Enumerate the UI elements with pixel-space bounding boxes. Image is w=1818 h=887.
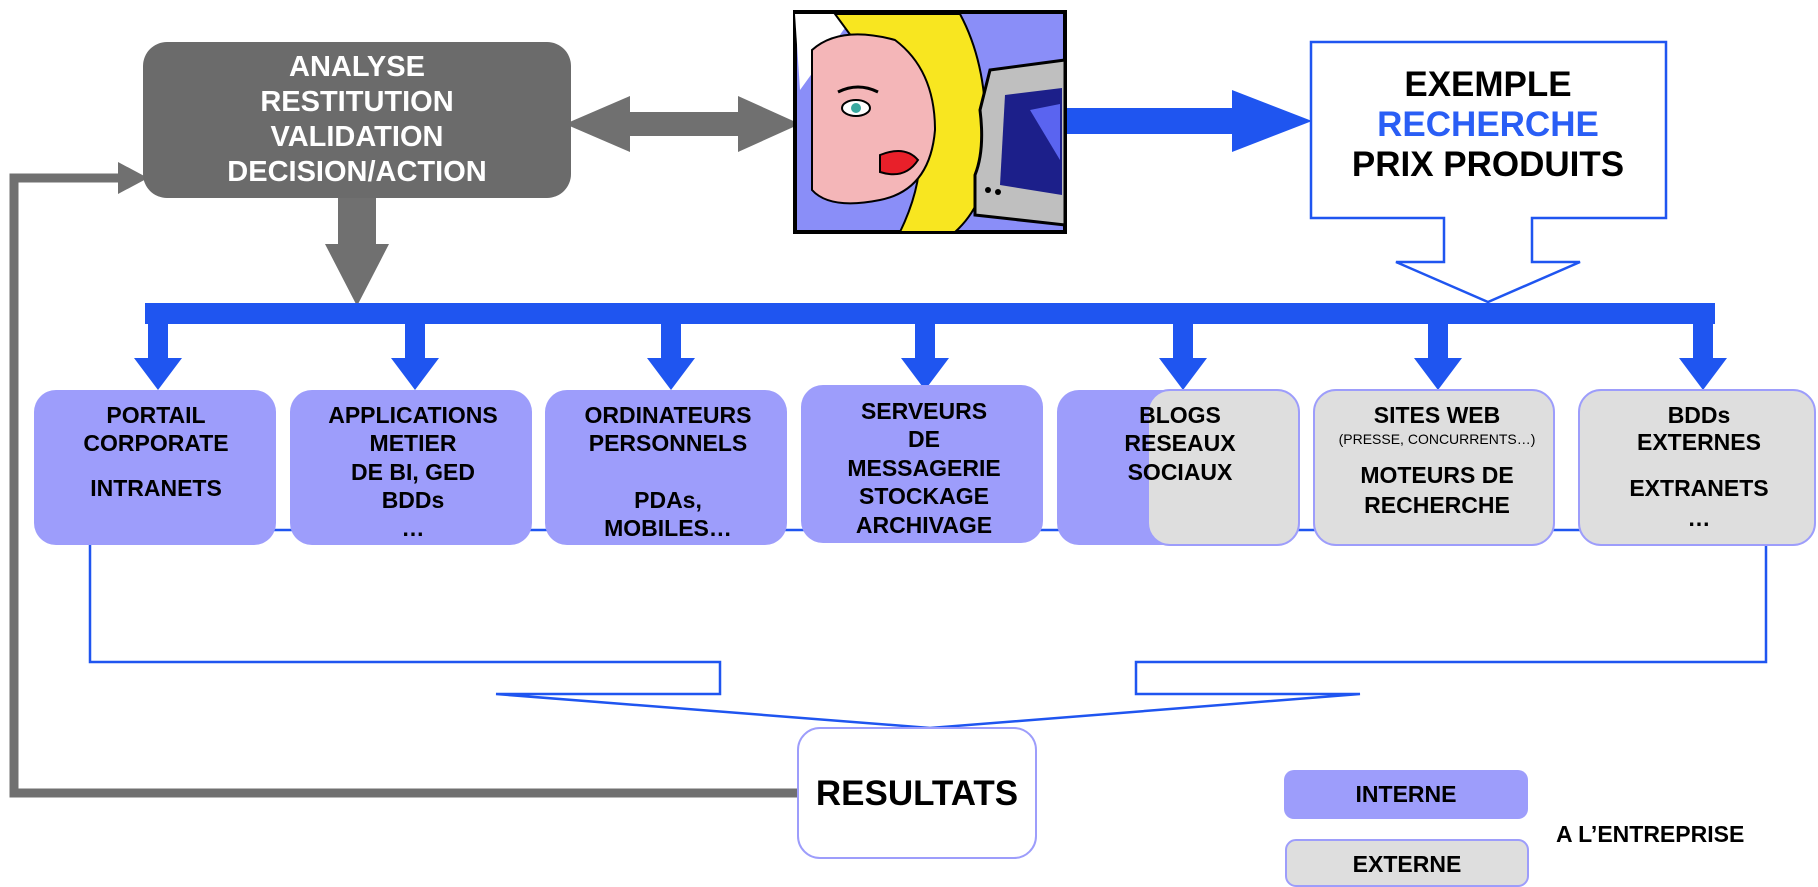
ordinateurs-line-4: PDAs,: [634, 487, 702, 513]
blogs-line-3: SOCIAUX: [1128, 459, 1233, 485]
portail-line-2: CORPORATE: [83, 430, 228, 456]
sites-line-4: RECHERCHE: [1364, 492, 1510, 518]
legend-interne-swatch: [1284, 770, 1528, 819]
source-bdds-text: BDDs EXTERNES EXTRANETS …: [1629, 402, 1768, 531]
bdds-line-2: EXTERNES: [1637, 429, 1761, 455]
double-arrow-left-head: [565, 96, 630, 152]
source-sites-text: SITES WEB (PRESSE, CONCURRENTS…) MOTEURS…: [1339, 402, 1536, 518]
analyse-line-3: VALIDATION: [271, 121, 444, 153]
applications-line-3: DE BI, GED: [351, 459, 475, 485]
source-ordinateurs-text: ORDINATEURS PERSONNELS PDAs, MOBILES…: [585, 402, 752, 541]
woman-at-computer-illustration: [793, 10, 1067, 234]
bdds-line-1: BDDs: [1668, 402, 1731, 428]
double-arrow-shaft: [625, 112, 755, 136]
source-box-portail: [34, 390, 276, 545]
serveurs-line-4: STOCKAGE: [859, 483, 989, 509]
source-serveurs-text: SERVEURS DE MESSAGERIE STOCKAGE ARCHIVAG…: [847, 398, 1000, 538]
source-box-sites: [1313, 389, 1555, 546]
applications-line-4: BDDs: [382, 487, 445, 513]
exemple-line-2: RECHERCHE: [1377, 105, 1599, 144]
blogs-line-2: RESEAUX: [1124, 430, 1236, 456]
serveurs-line-1: SERVEURS: [861, 398, 987, 424]
source-portail-text: PORTAIL CORPORATE INTRANETS: [83, 402, 228, 501]
exemple-callout-box: [1309, 40, 1668, 304]
sites-line-3: MOTEURS DE: [1360, 462, 1513, 488]
serveurs-line-2: DE: [908, 426, 940, 452]
resultats-label: RESULTATS: [816, 774, 1018, 813]
analyse-line-4: DECISION/ACTION: [227, 156, 486, 188]
source-applications-text: APPLICATIONS METIER DE BI, GED BDDs …: [328, 402, 498, 541]
serveurs-line-3: MESSAGERIE: [847, 455, 1000, 481]
source-box-serveurs: [801, 385, 1043, 543]
exemple-line-1: EXEMPLE: [1404, 65, 1571, 104]
source-blogs-text: BLOGS RESEAUX SOCIAUX: [1124, 402, 1236, 485]
down-arrow-shaft: [338, 196, 376, 246]
portail-line-4: INTRANETS: [90, 475, 222, 501]
legend-interne-label: INTERNE: [1356, 781, 1457, 807]
portail-line-1: PORTAIL: [106, 402, 205, 428]
sites-line-2: (PRESSE, CONCURRENTS…): [1339, 431, 1536, 447]
ordinateurs-line-5: MOBILES…: [604, 515, 732, 541]
sites-line-1: SITES WEB: [1374, 402, 1501, 428]
double-arrow-right-head: [738, 96, 800, 152]
legend-externe-label: EXTERNE: [1353, 851, 1462, 877]
serveurs-line-5: ARCHIVAGE: [856, 512, 992, 538]
blue-arrow-shaft: [1067, 108, 1237, 134]
ordinateurs-line-2: PERSONNELS: [589, 430, 747, 456]
bdds-line-3: EXTRANETS: [1629, 475, 1768, 501]
legend-note: A L’ENTREPRISE: [1556, 821, 1744, 847]
resultats-box: [797, 727, 1037, 859]
applications-line-5: …: [402, 515, 425, 541]
blue-bus-bar: [145, 303, 1715, 324]
applications-line-2: METIER: [370, 430, 457, 456]
source-box-bdds: [1578, 389, 1816, 546]
source-box-applications: [290, 390, 532, 545]
legend-externe-swatch: [1285, 839, 1529, 887]
feedback-loop-arrow: [9, 173, 800, 798]
down-arrow-head: [325, 244, 389, 306]
analyse-line-1: ANALYSE: [289, 51, 425, 83]
source-box-blogs: [1057, 389, 1300, 546]
bdds-line-4: …: [1688, 505, 1711, 531]
exemple-line-3: PRIX PRODUITS: [1352, 145, 1624, 184]
bus-drop-arrows: [134, 322, 1727, 390]
analyse-line-2: RESTITUTION: [260, 86, 453, 118]
source-box-ordinateurs: [545, 390, 787, 545]
blue-arrow-head: [1232, 90, 1312, 152]
blogs-line-1: BLOGS: [1139, 402, 1221, 428]
resultats-collector-outline: [88, 528, 1768, 730]
applications-line-1: APPLICATIONS: [328, 402, 498, 428]
feedback-arrowhead: [118, 162, 148, 194]
analyse-box: [143, 42, 571, 198]
ordinateurs-line-1: ORDINATEURS: [585, 402, 752, 428]
